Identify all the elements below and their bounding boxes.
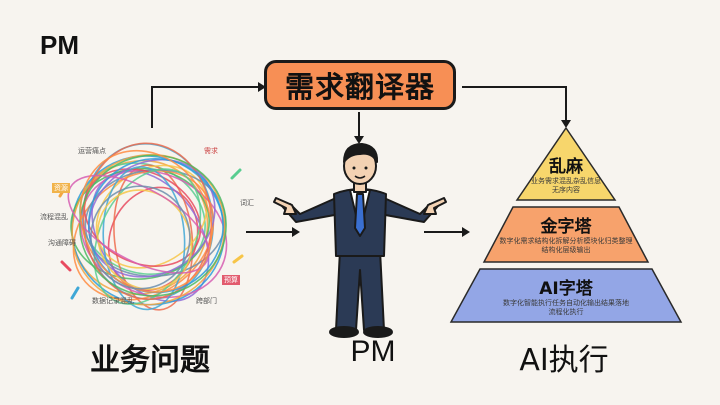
pyramid-middle-line: 结构化层级输出: [541, 246, 591, 254]
pyramid-bottom-tier: [449, 268, 683, 323]
arrowhead-pm-pyramid: [462, 227, 470, 237]
scribble-loop: [67, 174, 210, 274]
scribble-label: 数据记录混乱: [92, 297, 134, 305]
caption-ai-execution: AI执行: [519, 343, 609, 378]
scribble-label: 沟通障碍: [48, 239, 76, 247]
arrowhead-into-pm: [354, 136, 364, 144]
pm-left-hand: [273, 197, 297, 215]
pyramid-top-line: 无序内容: [552, 186, 580, 194]
arrowhead-into-pyramid: [561, 120, 571, 128]
scribble-loop: [79, 154, 227, 297]
scribble-label: 流程混乱: [40, 213, 68, 221]
pm-right-shoe: [363, 326, 393, 338]
scribble-label: 资源: [52, 183, 70, 193]
pm-left-eye: [352, 166, 356, 170]
pyramid-middle-line: 数字化需求结构化拆解分析模块化归类整理: [499, 237, 633, 245]
pyramid-bottom-line: 流程化执行: [548, 308, 584, 316]
scribble-loop: [90, 185, 191, 290]
arrow-scribble-to-translator: [151, 86, 258, 128]
pm-right-eye: [364, 166, 368, 170]
arrowhead-scribble-pm: [292, 227, 300, 237]
tangled-lines-graphic: [58, 142, 244, 311]
pm-trousers: [335, 249, 385, 331]
scribble-label: 跨部门: [196, 297, 217, 305]
scribble-loop: [102, 166, 186, 311]
pyramid-middle-title: 金字塔: [540, 217, 592, 237]
pm-right-hand: [423, 197, 447, 215]
pyramid-middle-label: 金字塔 数字化需求结构化拆解分析模块化归类整理 结构化层级输出: [486, 212, 646, 255]
caption-business-problems: 业务问题: [90, 343, 210, 378]
scribble-loop: [71, 153, 226, 306]
pyramid-top-line: 业务需求混乱杂乱信息: [531, 177, 601, 185]
scribble-label: 词汇: [240, 199, 254, 207]
pyramid-top-tier: [515, 126, 617, 201]
pyramid-bottom-title: AI字塔: [539, 279, 593, 299]
scribble-label: 需求: [204, 147, 218, 155]
pm-hair: [343, 143, 379, 163]
scribble-dash: [230, 168, 242, 180]
requirement-translator-box: 需求翻译器: [264, 60, 456, 110]
scribble-label: 预算: [222, 275, 240, 285]
translator-label: 需求翻译器: [284, 70, 435, 104]
arrowhead-into-translator: [258, 82, 266, 92]
arrow-translator-to-pyramid: [462, 86, 567, 120]
pyramid-bottom-line: 数字化智能执行任务自动化输出结果落地: [503, 299, 629, 307]
pm-left-shoe: [329, 326, 359, 338]
pyramid-bottom-label: AI字塔 数字化智能执行任务自动化输出结果落地 流程化执行: [476, 274, 656, 317]
pm-mouth: [354, 175, 366, 179]
pyramid-graphic: [449, 126, 683, 323]
pm-figure: [273, 143, 447, 338]
scribble-label: 运营痛点: [78, 147, 106, 155]
caption-pm: PM: [350, 335, 396, 368]
pm-tie: [354, 193, 366, 237]
scribble-loop: [96, 189, 193, 290]
scribble-dash: [232, 254, 244, 264]
pyramid-middle-tier: [482, 206, 650, 263]
scribble-dash: [70, 286, 80, 300]
page-title: PM: [40, 30, 79, 60]
pyramid-top-title: 乱麻: [549, 157, 583, 177]
flow-arrows: [151, 82, 571, 237]
scribble-loop: [113, 164, 194, 311]
scribble-dash: [60, 260, 72, 272]
pyramid-top-label: 乱麻 业务需求混乱杂乱信息 无序内容: [506, 152, 626, 195]
